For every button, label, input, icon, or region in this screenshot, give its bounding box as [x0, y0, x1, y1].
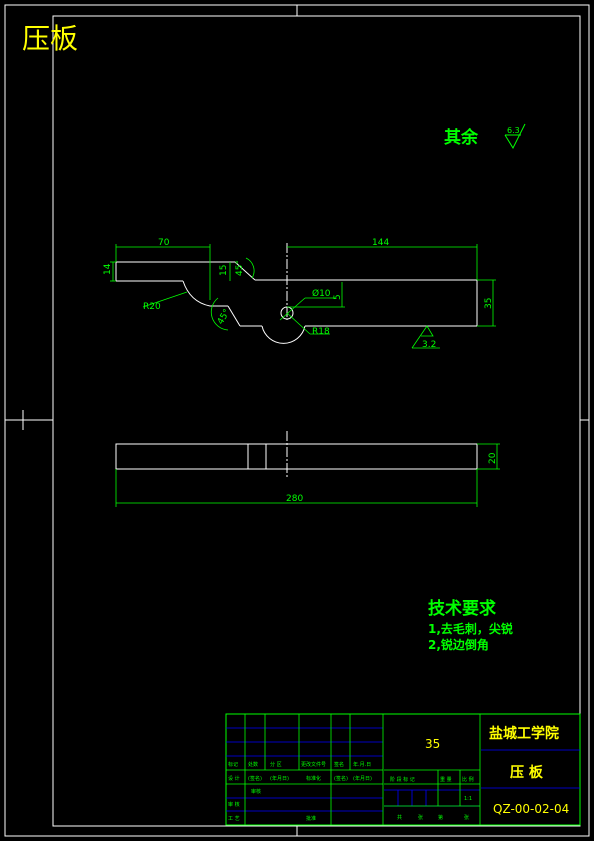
dim-phi10: Ø10 [312, 288, 331, 299]
front-view-outline [115, 261, 478, 344]
tb-row1-0: 标记 [228, 761, 238, 768]
tb-row2-5: (年月日) [353, 775, 372, 782]
tb-row2-2: (年月日) [270, 775, 289, 782]
dim-45-upper: 45° [235, 260, 245, 276]
tb-school: 盐城工学院 [489, 725, 559, 742]
tech-line-2: 2,锐边倒角 [428, 637, 489, 652]
top-view-outline [115, 443, 478, 470]
tb-row1-3: 更改文件号 [301, 761, 326, 768]
tb-row4-0: 审 核 [228, 801, 240, 808]
tb-row1-4: 签名 [334, 761, 344, 768]
roughness-symbol-icon [504, 123, 526, 150]
tb-row2-3: 标准化 [306, 775, 321, 782]
tb-row2-1: (签名) [248, 775, 262, 782]
tech-heading: 技术要求 [428, 598, 496, 619]
tb-material: 35 [425, 737, 440, 751]
inner-border [52, 15, 581, 827]
dim-35: 35 [484, 298, 494, 309]
outer-border [4, 4, 590, 837]
tech-line-1: 1,去毛刺，尖锐 [428, 621, 513, 636]
dim-280: 280 [286, 494, 303, 504]
tb-scale: 1:1 [464, 796, 472, 802]
dim-45-lower: 45° [216, 308, 233, 327]
roughness-label: 其余 [444, 127, 479, 148]
tb-bottom-2: 第 [438, 814, 443, 821]
tb-stage: 阶 段 标 记 [390, 776, 415, 783]
tb-row3: 审核 [251, 788, 261, 795]
tb-scale-label: 比 例 [462, 776, 474, 783]
dim-144: 144 [372, 238, 389, 248]
tb-row4-1: 工 艺 [228, 816, 240, 822]
tb-row2-0: 设 计 [228, 775, 240, 782]
dim-14: 14 [103, 263, 113, 275]
tb-row1-2: 分 区 [270, 761, 282, 768]
front-view-dimensions [110, 244, 496, 349]
drawing-title: 压板 [22, 22, 78, 55]
title-block: 标记 处数 分 区 更改文件号 签名 年.月.日 设 计 (签名) (年月日) … [225, 713, 581, 826]
tb-drawing-no: QZ-00-02-04 [493, 802, 569, 816]
tb-bottom-1: 张 [418, 814, 423, 821]
tb-row1-5: 年.月.日 [353, 761, 371, 768]
dim-70: 70 [158, 238, 170, 248]
top-view-dimensions [115, 443, 500, 507]
dim-5: 5 [333, 294, 343, 300]
roughness-value: 6.3 [507, 126, 520, 135]
tb-bottom-0: 共 [397, 814, 402, 821]
tb-row2-4: (签名) [334, 775, 348, 782]
tb-weight: 重 量 [440, 776, 452, 783]
tb-row1-1: 处数 [248, 761, 258, 768]
dim-r20: R20 [143, 302, 161, 312]
tb-row4-2: 批准 [306, 815, 316, 822]
dim-15: 15 [219, 265, 229, 276]
dim-r18: R18 [312, 327, 330, 337]
dim-20: 20 [488, 452, 498, 464]
tb-bottom-3: 张 [464, 814, 469, 821]
rough-3-2: 3.2 [422, 340, 436, 350]
tb-part-name: 压 板 [510, 764, 544, 781]
